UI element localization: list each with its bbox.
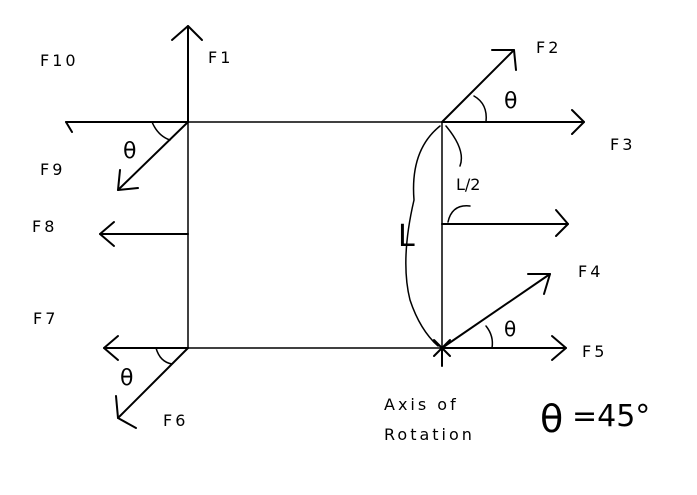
theta-f6-symbol: θ [120, 366, 133, 391]
f10-arrow [65, 121, 189, 133]
length-bracket [405, 125, 441, 347]
axis-of-rotation-marker [433, 339, 451, 367]
f2-arrow [441, 49, 517, 123]
f6-label: F6 [163, 411, 188, 430]
half-length-bracket [445, 125, 471, 223]
f10-label: F10 [40, 51, 79, 70]
f9-label: F9 [40, 160, 65, 179]
f1-label: F1 [208, 48, 233, 67]
mid-right-arrow [441, 209, 569, 237]
body-rectangle [187, 121, 443, 349]
f5-label: F5 [582, 342, 607, 361]
half-length-label: L/2 [456, 175, 480, 194]
f3-arrow [441, 109, 585, 135]
f3-label: F3 [610, 135, 635, 154]
theta-f9-symbol: θ [123, 139, 136, 164]
f4-label: F4 [578, 262, 603, 281]
theta-f2-symbol: θ [504, 89, 517, 114]
f5-arrow [441, 335, 567, 361]
theta-value-symbol: θ [540, 397, 563, 441]
f7-arrow [103, 335, 189, 361]
theta-value-label: =45° [572, 399, 650, 434]
axis-label-line2: Rotation [384, 425, 475, 444]
axis-label-line1: Axis of [384, 395, 459, 414]
f6-arrow [115, 347, 189, 429]
length-label: L [398, 219, 415, 254]
f1-arrow [171, 25, 203, 123]
f2-label: F2 [536, 38, 561, 57]
f8-label: F8 [32, 217, 57, 236]
f8-arrow [99, 221, 189, 247]
f9-arrow [117, 121, 189, 191]
f4-arrow [441, 273, 551, 349]
f7-label: F7 [33, 309, 58, 328]
theta-f4-symbol: θ [504, 317, 516, 341]
